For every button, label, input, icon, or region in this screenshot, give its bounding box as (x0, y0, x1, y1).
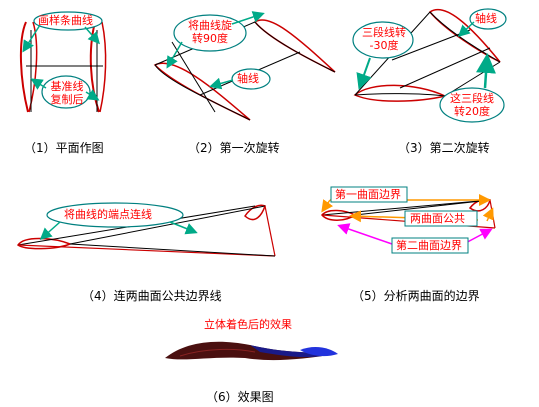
label-three-rotate-line2: -30度 (369, 39, 399, 52)
caption-panel-1: （1）平面作图 (24, 141, 104, 155)
label-common-boundary: 两曲面公共 (410, 212, 465, 225)
panel-5-drawing (321, 186, 496, 254)
label-baseline-copy: 基准线 复制后 (47, 80, 87, 106)
label-second-boundary: 第二曲面边界 (396, 239, 462, 252)
caption-panel-6: （6）效果图 (206, 390, 274, 404)
label-baseline-copy-line1: 基准线 (50, 80, 84, 93)
label-baseline-copy-line2: 复制后 (50, 93, 84, 106)
label-axis-3: 轴线 (475, 12, 497, 25)
caption-panel-3: （3）第二次旋转 (398, 141, 490, 155)
label-rotate-curve: 将曲线旋 转90度 (178, 19, 242, 45)
panel-6-drawing (165, 341, 338, 361)
label-first-boundary: 第一曲面边界 (335, 188, 401, 201)
caption-panel-5: （5）分析两曲面的边界 (352, 289, 480, 303)
label-this-three-line1: 这三段线 (450, 92, 494, 105)
panel-3-drawing (352, 8, 507, 123)
label-draw-curves: 画样条曲线 (38, 14, 93, 27)
label-three-rotate: 三段线转 -30度 (356, 26, 412, 52)
label-this-three: 这三段线 转20度 (444, 92, 500, 118)
caption-panel-4: （4）连两曲面公共边界线 (82, 289, 222, 303)
label-rotate-line1: 将曲线旋 (188, 19, 232, 32)
label-axis-2: 轴线 (237, 72, 259, 85)
caption-panel-2: （2）第一次旋转 (188, 141, 280, 155)
label-this-three-line2: 转20度 (454, 105, 490, 118)
label-solid-color-effect: 立体着色后的效果 (204, 318, 292, 331)
panel-2-drawing (153, 11, 336, 121)
label-rotate-line2: 转90度 (192, 32, 228, 45)
label-three-rotate-line1: 三段线转 (362, 26, 406, 39)
label-connect-endpoints: 将曲线的端点连线 (64, 208, 152, 221)
panel-1-drawing (19, 11, 107, 113)
panel-4-drawing (16, 202, 276, 257)
